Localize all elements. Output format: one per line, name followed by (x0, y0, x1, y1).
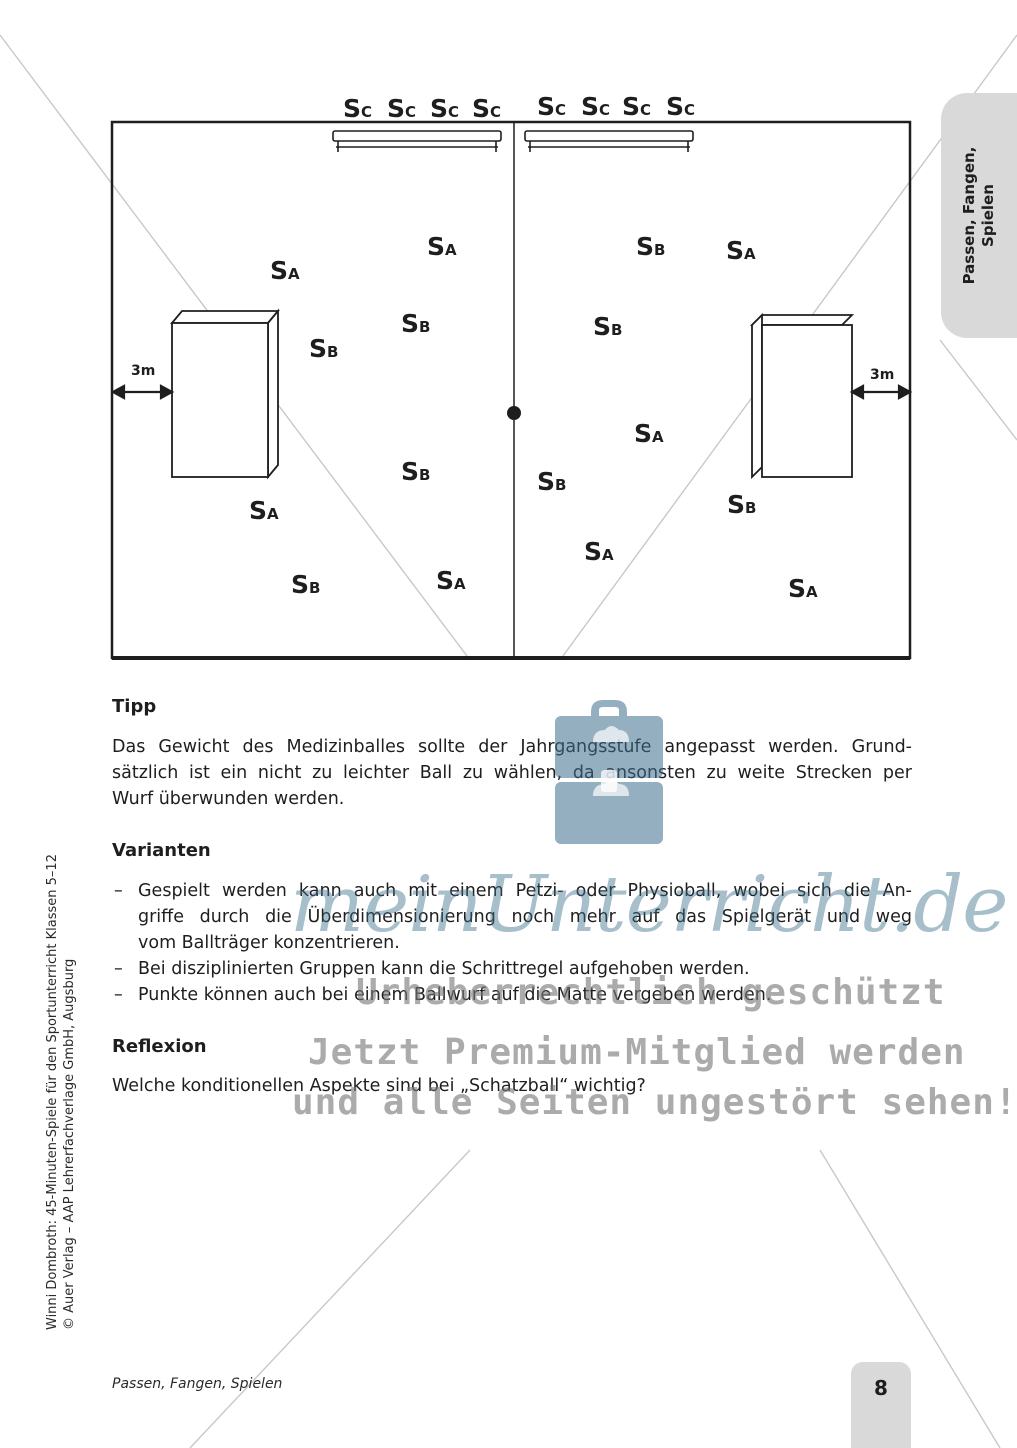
distance-marker-left (110, 384, 175, 400)
tipp-line: Wurf überwunden werden. (112, 789, 345, 809)
distance-label-left: 3m (131, 363, 155, 379)
watermark-line-2: Jetzt Premium-Mitglied werden (308, 1032, 966, 1073)
credit-line-1: Winni Dombroth: 45-Minuten-Spiele für de… (45, 854, 60, 1330)
tipp-line: sätzlich ist ein nicht zu leichter Ball … (112, 763, 912, 783)
field-player: SB (537, 467, 566, 496)
tipp-heading: Tipp (112, 696, 157, 717)
list-item-line: Gespielt werden kann auch mit einem Petz… (138, 881, 912, 901)
field-player: SA (726, 236, 756, 265)
field-player: SB (309, 334, 338, 363)
reflexion-question: Welche konditionellen Aspekte sind bei „… (112, 1076, 646, 1096)
field-player: SB (401, 457, 430, 486)
watermark-line-1: Urheberrechtlich geschützt (356, 972, 946, 1013)
page-number: 8 (874, 1376, 888, 1400)
bench-player: SC (472, 94, 501, 123)
field-player: SB (401, 309, 430, 338)
bench-player: SC (581, 92, 610, 121)
field-player: SB (636, 232, 665, 261)
field-player: SA (584, 537, 614, 566)
distance-label-right: 3m (870, 367, 894, 383)
field-player: SA (270, 256, 300, 285)
tipp-line: Das Gewicht des Medizinballes sollte der… (112, 737, 912, 757)
field-player: SA (634, 419, 664, 448)
field-player: SA (436, 566, 466, 595)
field-player: SA (788, 574, 818, 603)
side-tab-line-2: Spielen (979, 184, 997, 247)
center-ball (507, 406, 521, 420)
mat-left (170, 308, 280, 480)
field-player: SB (593, 312, 622, 341)
field-player: SB (291, 570, 320, 599)
list-item: Gespielt werden kann auch mit einem Petz… (112, 878, 912, 956)
reflexion-heading: Reflexion (112, 1036, 207, 1057)
page-number-box: 8 (851, 1362, 911, 1448)
court-diagram: SC SC SC SC SC SC SC SC 3m 3m SA SA SB SB SB SA SB SA S… (110, 92, 913, 660)
bench-player: SC (537, 92, 566, 121)
bench-right (524, 130, 694, 152)
list-item: Punkte können auch bei einem Ballwurf au… (112, 982, 912, 1008)
list-item-line: Bei disziplinierten Gruppen kann die Sch… (138, 959, 750, 979)
footer-chapter-title: Passen, Fangen, Spielen (112, 1376, 283, 1392)
bench-player: SC (387, 94, 416, 123)
field-player: SA (427, 232, 457, 261)
field-player: SB (727, 490, 756, 519)
bench-player: SC (430, 94, 459, 123)
bench-left (332, 130, 502, 152)
list-item-line: griffe durch die Überdimensionierung noc… (138, 907, 912, 927)
bench-player: SC (622, 92, 651, 121)
briefcase-cloud-icon (555, 700, 663, 844)
list-item: Bei disziplinierten Gruppen kann die Sch… (112, 956, 912, 982)
varianten-list: Gespielt werden kann auch mit einem Petz… (112, 878, 912, 1008)
list-item-line: vom Ballträger konzentrieren. (138, 933, 400, 953)
bench-player: SC (343, 94, 372, 123)
list-item-line: Punkte können auch bei einem Ballwurf au… (138, 985, 772, 1005)
distance-marker-right (849, 384, 913, 400)
tipp-paragraph: Das Gewicht des Medizinballes sollte der… (112, 734, 912, 812)
credit-line-2: © Auer Verlag – AAP Lehrerfachverlage Gm… (62, 958, 77, 1330)
bench-player: SC (666, 92, 695, 121)
chapter-side-tab: Passen, Fangen, Spielen (941, 93, 1017, 338)
varianten-heading: Varianten (112, 840, 211, 861)
mat-right (749, 312, 855, 480)
side-tab-line-1: Passen, Fangen, (960, 146, 978, 285)
field-player: SA (249, 496, 279, 525)
watermark-line-3: und alle Seiten ungestört sehen! (292, 1082, 1017, 1123)
publisher-credit: Winni Dombroth: 45-Minuten-Spiele für de… (44, 790, 84, 1330)
watermark-brand: meinUnterricht.de (290, 860, 1008, 950)
